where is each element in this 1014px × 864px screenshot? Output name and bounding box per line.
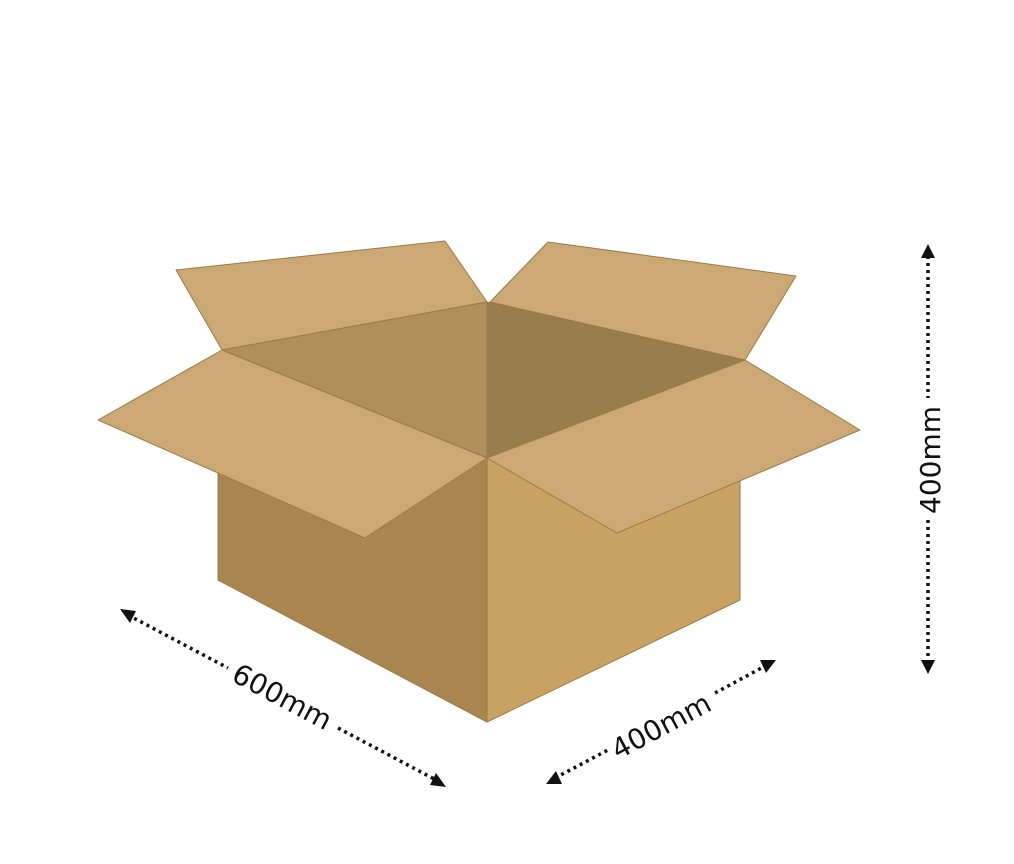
width-annotation: 400mm [546,660,776,784]
arrow-head-icon [546,771,562,784]
arrow-head-icon [430,773,446,787]
width-label: 400mm [606,686,717,766]
length-label: 600mm [227,657,338,737]
front-right-flap [486,359,861,534]
arrow-head-icon [120,609,136,623]
arrow-head-icon [760,660,776,673]
height-label: 400mm [914,406,947,514]
height-annotation: 400mm [914,244,947,674]
arrow-head-icon [921,244,935,258]
arrow-head-icon [921,660,935,674]
